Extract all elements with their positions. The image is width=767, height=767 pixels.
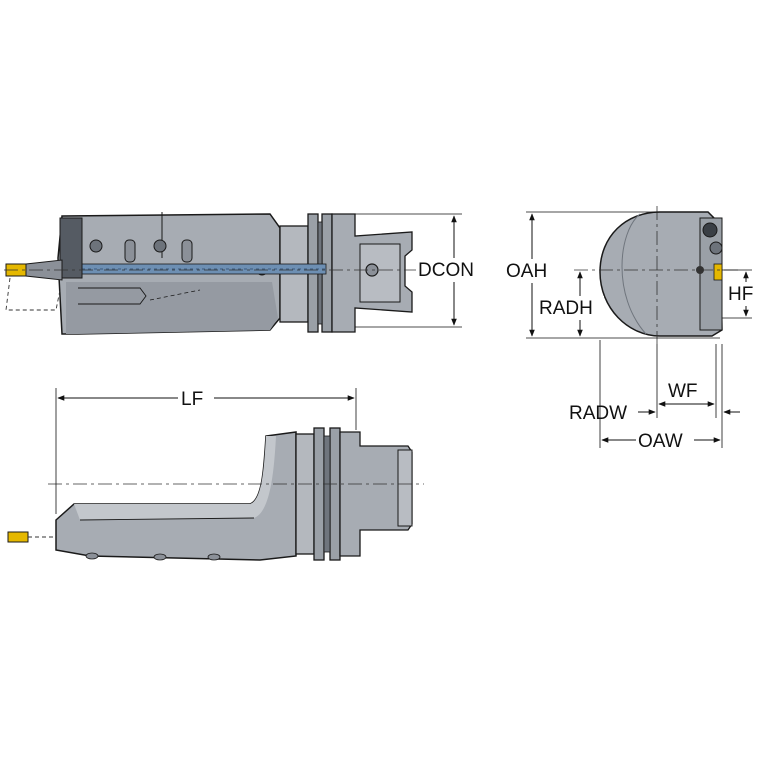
oah-label: OAH <box>506 261 547 282</box>
side-view-upper-shade <box>74 436 276 520</box>
side-view-insert <box>7 531 29 543</box>
top-view: DCON <box>4 212 492 335</box>
top-view-detail-2 <box>149 289 201 301</box>
front-view-screw <box>702 222 718 238</box>
side-view-coupling-face <box>397 449 413 527</box>
front-view: OAH RADH HF WF RADW OAW <box>504 206 767 452</box>
dcon-label-bg <box>416 258 492 282</box>
front-view-inner-arc <box>621 213 647 335</box>
top-view-screw-1 <box>89 239 103 253</box>
hf-label-bg <box>727 282 767 306</box>
top-view-coupling-inner <box>359 243 401 303</box>
side-view-flange-2 <box>329 427 341 561</box>
side-view: LF <box>7 388 424 561</box>
radw-label: RADW <box>569 403 627 424</box>
lf-label: LF <box>181 389 203 410</box>
side-view-bump-1 <box>85 552 99 560</box>
oaw-label: OAW <box>638 431 683 452</box>
radh-label-bg <box>538 296 604 320</box>
radh-label: RADH <box>539 298 593 319</box>
oah-label-bg <box>504 259 558 283</box>
hf-label: HF <box>728 284 753 305</box>
front-view-insert <box>713 263 723 281</box>
wf-label: WF <box>668 381 698 402</box>
side-view-bump-2 <box>153 553 167 561</box>
dcon-label: DCON <box>418 260 474 281</box>
side-view-flange-1 <box>313 427 325 561</box>
side-view-body-line <box>79 517 255 521</box>
side-view-body <box>55 431 297 561</box>
top-view-slot-2 <box>181 239 193 263</box>
side-view-flange-gap <box>323 435 331 553</box>
side-view-neck <box>295 433 315 555</box>
top-view-phantom-box <box>5 277 61 311</box>
front-view-screw-2 <box>709 241 723 255</box>
top-view-lower-band <box>66 282 278 334</box>
top-view-clamp <box>59 217 83 279</box>
lf-label-bg <box>178 388 214 410</box>
side-view-bump-3 <box>207 553 221 561</box>
top-view-detail-1 <box>78 287 147 305</box>
top-view-screw-2 <box>153 239 167 253</box>
top-view-blade <box>25 259 63 281</box>
top-view-slot-1 <box>124 239 136 263</box>
oaw-label-bg <box>636 430 694 452</box>
